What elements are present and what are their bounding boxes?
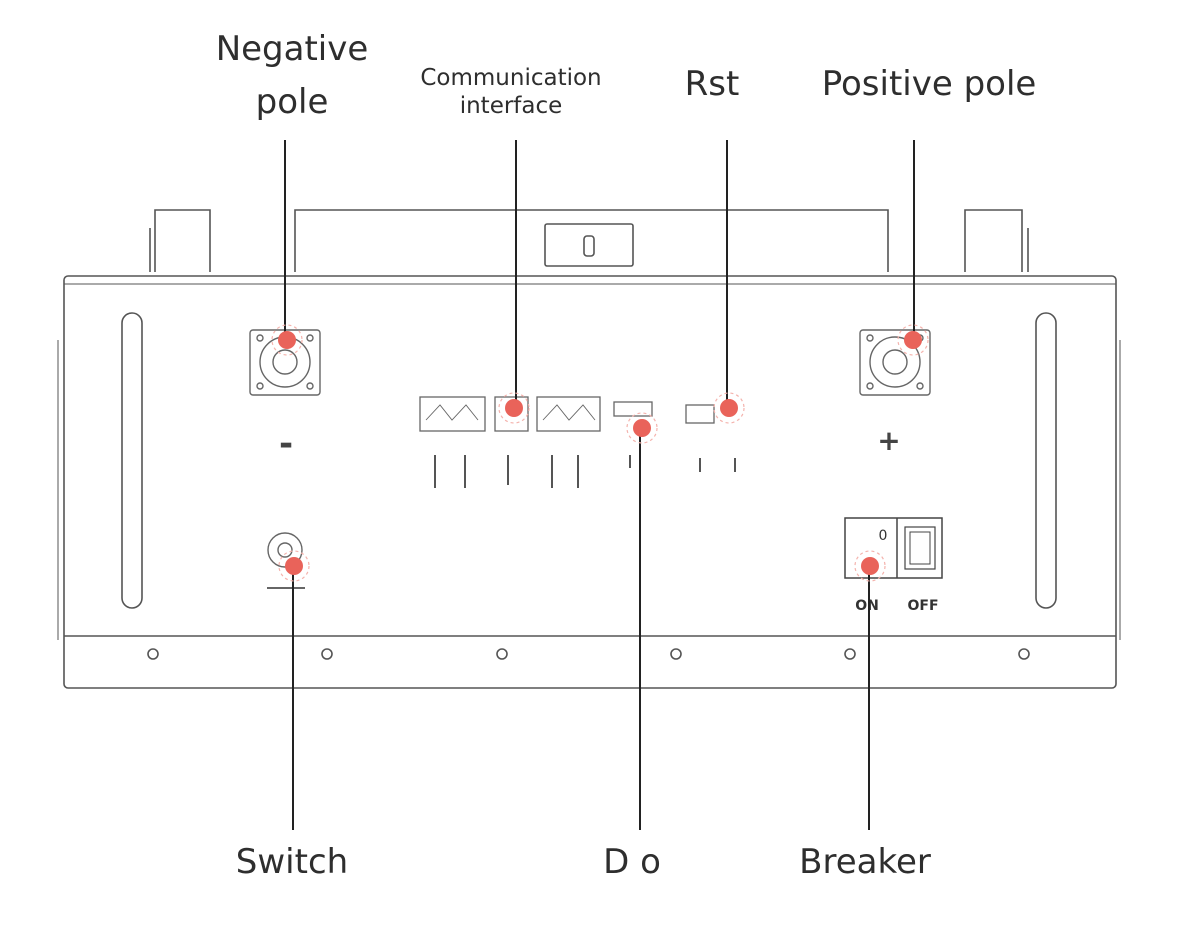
label-do: D o <box>603 842 661 882</box>
breaker-off-label: OFF <box>907 598 938 614</box>
marker-rst <box>713 392 745 424</box>
breaker-on-label: ON <box>855 598 879 614</box>
plus-mark: + <box>877 424 900 457</box>
breaker-switch <box>844 517 943 579</box>
label-negative-pole-line2: pole <box>256 82 329 122</box>
label-communication-line1: Communication <box>420 65 601 91</box>
battery-housing <box>57 209 1121 689</box>
leader-lines <box>284 140 915 830</box>
screw-hole <box>496 648 508 660</box>
label-breaker: Breaker <box>799 842 931 882</box>
rst-port <box>685 404 715 424</box>
top-latch <box>544 223 634 267</box>
left-side-handle <box>121 312 143 609</box>
label-rst: Rst <box>685 64 740 104</box>
minus-mark: - <box>279 424 293 464</box>
marker-do <box>626 412 658 444</box>
label-positive-pole: Positive pole <box>822 64 1037 104</box>
screw-hole <box>1018 648 1030 660</box>
marker-negative-pole <box>271 324 303 356</box>
breaker-glyph: 0 <box>879 528 888 544</box>
screw-hole <box>321 648 333 660</box>
panel-body <box>63 275 1117 689</box>
label-negative-pole-line1: Negative <box>216 29 369 69</box>
screw-hole <box>147 648 159 660</box>
label-communication-line2: interface <box>460 93 563 119</box>
label-switch: Switch <box>236 842 348 882</box>
screw-hole <box>670 648 682 660</box>
top-handle <box>154 209 1023 272</box>
marker-switch <box>278 550 310 582</box>
right-side-handle <box>1035 312 1057 609</box>
screw-hole <box>844 648 856 660</box>
marker-breaker <box>854 550 886 582</box>
markers <box>271 324 929 582</box>
port <box>419 396 486 432</box>
switch-button <box>267 532 305 589</box>
port <box>536 396 601 432</box>
communication-ports <box>419 396 736 488</box>
marker-positive-pole <box>897 324 929 356</box>
marker-communication <box>498 392 530 424</box>
